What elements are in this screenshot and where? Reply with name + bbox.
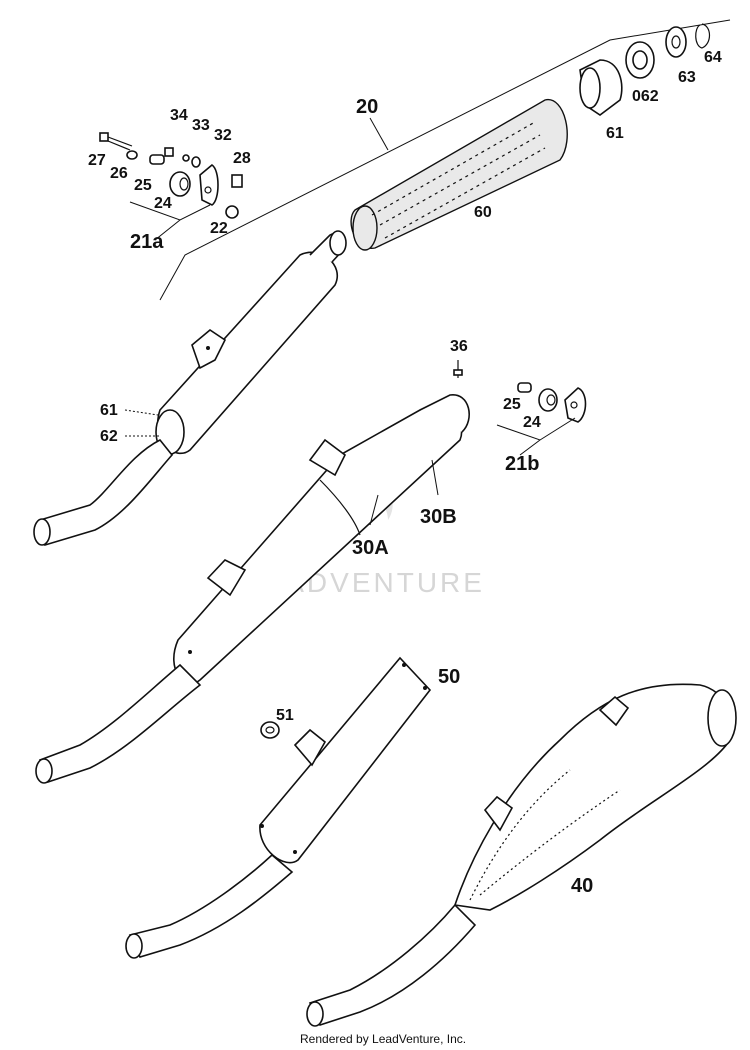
grommet-24b [538,388,558,412]
label-32: 32 [214,127,232,144]
label-40: 40 [571,875,593,897]
washer-32 [191,156,201,168]
label-27: 27 [88,152,106,169]
leader-30b [431,459,439,496]
label-24-top: 24 [154,195,172,212]
label-64: 64 [704,49,722,66]
nut-22 [225,205,239,219]
bushing-062 [625,41,655,79]
leader-61a [124,409,159,416]
label-34: 34 [170,107,188,124]
muffler-with-end-cap [33,230,347,547]
leader-30a [369,494,379,526]
label-28: 28 [233,150,251,167]
label-30b: 30B [420,506,457,528]
rubber-mount-51 [260,721,280,739]
label-20: 20 [356,96,378,118]
label-25-right: 25 [503,396,521,413]
label-33: 33 [192,117,210,134]
leader-20 [369,117,389,151]
label-30a: 30A [352,537,389,559]
label-21b: 21b [505,453,539,475]
washer-26 [126,150,138,160]
label-50: 50 [438,666,460,688]
label-21a: 21a [130,231,164,253]
spacer-25b [517,382,532,393]
label-51: 51 [276,707,294,724]
label-062: 062 [632,88,659,105]
label-61-top: 61 [606,125,624,142]
label-24-right: 24 [523,414,541,431]
footer-credit: Rendered by LeadVenture, Inc. [300,1032,466,1046]
muffler-50 [125,656,432,959]
muffler-30 [35,394,470,784]
washer-33 [182,154,190,162]
bolt-27 [99,132,133,151]
label-62: 62 [100,428,118,445]
muffler-40 [306,683,737,1027]
washer-63 [665,26,687,58]
circlip-64 [695,23,711,49]
grommet-24a [169,171,191,197]
label-63: 63 [678,69,696,86]
bracket-21b [564,387,587,423]
bracket-21a-group [129,201,211,241]
bracket-21b-group [496,417,576,456]
bracket-21a [199,164,219,206]
end-cap-61 [579,59,623,116]
screw-36 [453,360,463,378]
screw-34 [164,147,174,157]
label-61-left: 61 [100,402,118,419]
label-22: 22 [210,220,228,237]
label-26: 26 [110,165,128,182]
spacer-25a [149,154,165,165]
silencer-packing-60 [350,99,568,251]
label-60: 60 [474,204,492,221]
label-36: 36 [450,338,468,355]
nut-28 [231,174,243,188]
label-25-top: 25 [134,177,152,194]
